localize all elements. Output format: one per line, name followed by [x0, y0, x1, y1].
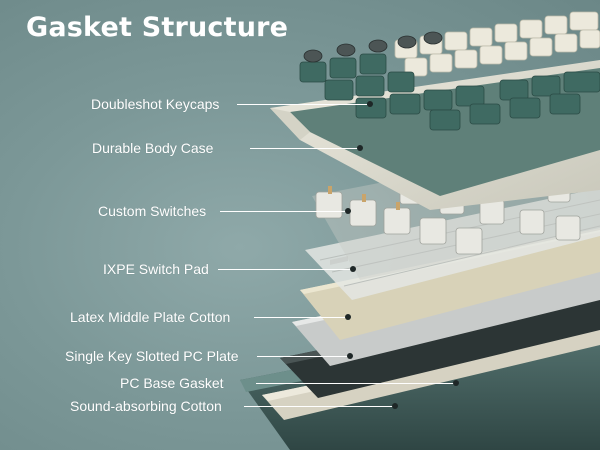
label-ixpe-switch-pad: IXPE Switch Pad [103, 261, 209, 277]
leader-dot-latex [345, 314, 351, 320]
leader-dot-switches [345, 208, 351, 214]
label-sound-absorbing-cotton: Sound-absorbing Cotton [70, 398, 222, 414]
label-doubleshot-keycaps: Doubleshot Keycaps [91, 96, 220, 112]
leader-line-latex [254, 317, 346, 318]
label-durable-body-case: Durable Body Case [92, 140, 214, 156]
label-single-key-slotted-pc-plate: Single Key Slotted PC Plate [65, 348, 239, 364]
leader-dot-pc-plate [347, 353, 353, 359]
leader-dot-ixpe [350, 266, 356, 272]
label-pc-base-gasket: PC Base Gasket [120, 375, 224, 391]
leader-dot-body-case [357, 145, 363, 151]
leader-line-ixpe [218, 269, 352, 270]
leader-dot-keycaps [367, 101, 373, 107]
label-latex-middle-plate-cotton: Latex Middle Plate Cotton [70, 309, 231, 325]
leader-line-switches [220, 211, 348, 212]
leader-line-base-gasket [256, 383, 454, 384]
leader-line-body-case [250, 148, 360, 149]
leader-line-sound-cotton [244, 406, 394, 407]
leader-line-keycaps [237, 104, 367, 105]
leader-line-pc-plate [257, 356, 349, 357]
label-custom-switches: Custom Switches [98, 203, 207, 219]
keycaps-layer [299, 11, 600, 131]
leader-dot-sound-cotton [392, 403, 398, 409]
leader-dot-base-gasket [453, 380, 459, 386]
page-title: Gasket Structure [26, 12, 289, 43]
